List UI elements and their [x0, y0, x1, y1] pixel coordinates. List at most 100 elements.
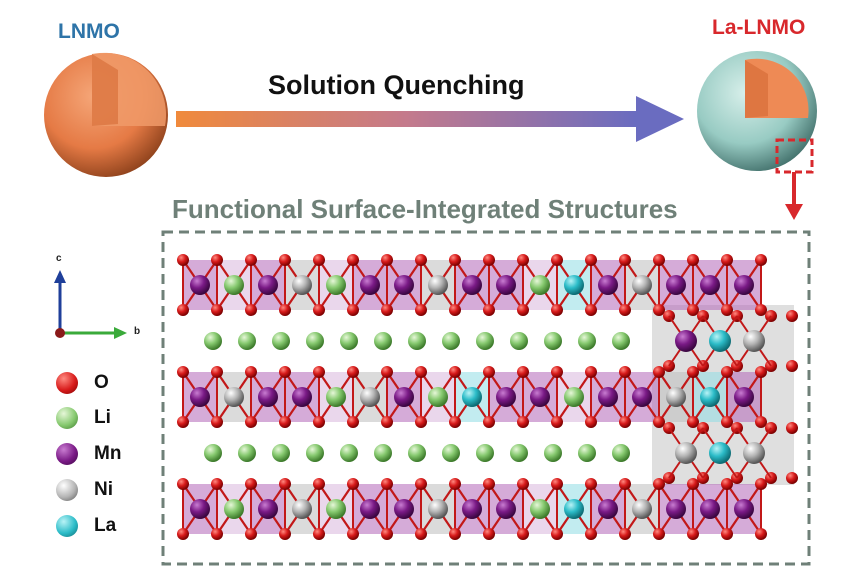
oxygen-atom — [415, 528, 427, 540]
legend-item-ni: Ni — [56, 477, 113, 503]
axis-b-label: b — [134, 326, 141, 337]
lithium-atom — [510, 444, 528, 462]
nickel-atom — [428, 499, 448, 519]
oxygen-atom — [211, 478, 223, 490]
lithium-atom — [340, 332, 358, 350]
oxygen-atom — [619, 254, 631, 266]
oxygen-atom — [786, 310, 798, 322]
lithium-atom — [408, 444, 426, 462]
lanthanum-atom-icon — [56, 515, 78, 537]
manganese-atom — [292, 387, 312, 407]
manganese-atom — [360, 275, 380, 295]
manganese-atom — [258, 275, 278, 295]
nickel-atom — [632, 499, 652, 519]
manganese-atom — [598, 275, 618, 295]
oxygen-atom — [721, 304, 733, 316]
lithium-atom — [530, 499, 550, 519]
oxygen-atom — [245, 478, 257, 490]
oxygen-atom — [653, 416, 665, 428]
section-title: Functional Surface-Integrated Structures — [172, 194, 678, 224]
manganese-atom — [700, 275, 720, 295]
legend-label: Mn — [94, 443, 122, 464]
nickel-atom — [360, 387, 380, 407]
manganese-atom — [496, 275, 516, 295]
oxygen-atom — [619, 304, 631, 316]
manganese-atom — [394, 275, 414, 295]
oxygen-atom — [177, 528, 189, 540]
lithium-atom — [612, 332, 630, 350]
oxygen-atom — [687, 528, 699, 540]
nickel-atom — [224, 387, 244, 407]
oxygen-atom — [585, 254, 597, 266]
manganese-atom — [462, 275, 482, 295]
oxygen-atom — [381, 416, 393, 428]
manganese-atom — [734, 275, 754, 295]
lithium-atom — [272, 332, 290, 350]
lithium-atom — [408, 332, 426, 350]
manganese-atom — [190, 499, 210, 519]
lithium-atom — [578, 444, 596, 462]
oxygen-atom — [279, 478, 291, 490]
nickel-atom — [675, 442, 697, 464]
lanthanum-atom — [564, 499, 584, 519]
oxygen-atom — [449, 304, 461, 316]
oxygen-atom — [211, 416, 223, 428]
lithium-atom — [340, 444, 358, 462]
manganese-atom — [190, 275, 210, 295]
manganese-atom — [394, 387, 414, 407]
lithium-atom — [306, 332, 324, 350]
lithium-atom — [238, 444, 256, 462]
nickel-atom — [292, 275, 312, 295]
lithium-atom — [272, 444, 290, 462]
lanthanum-atom — [462, 387, 482, 407]
manganese-atom — [700, 499, 720, 519]
lithium-atom — [326, 275, 346, 295]
oxygen-atom — [211, 366, 223, 378]
oxygen-atom — [177, 416, 189, 428]
legend-label: O — [94, 372, 109, 393]
oxygen-atom — [483, 304, 495, 316]
lithium-atom — [204, 332, 222, 350]
oxygen-atom — [415, 254, 427, 266]
oxygen-atom — [279, 366, 291, 378]
oxygen-atom — [653, 366, 665, 378]
oxygen-atom — [755, 254, 767, 266]
oxygen-atom — [245, 366, 257, 378]
nickel-atom — [292, 499, 312, 519]
oxygen-atom — [347, 366, 359, 378]
manganese-atom-icon — [56, 443, 78, 465]
lithium-atom — [578, 332, 596, 350]
oxygen-atom — [177, 254, 189, 266]
oxygen-atom — [755, 366, 767, 378]
oxygen-atom — [687, 478, 699, 490]
manganese-atom — [666, 275, 686, 295]
oxygen-atom — [415, 478, 427, 490]
oxygen-atom — [347, 416, 359, 428]
la-lnmo-particle-icon — [697, 51, 817, 174]
oxygen-atom — [755, 416, 767, 428]
lithium-atom — [374, 332, 392, 350]
oxygen-atom — [313, 478, 325, 490]
oxygen-atom — [381, 304, 393, 316]
manganese-atom — [394, 499, 414, 519]
oxygen-atom — [619, 366, 631, 378]
oxygen-atom — [347, 304, 359, 316]
legend-item-li: Li — [56, 405, 111, 431]
oxygen-atom — [755, 528, 767, 540]
oxygen-atom — [721, 416, 733, 428]
oxygen-atom — [279, 416, 291, 428]
process-arrow — [176, 96, 684, 142]
oxygen-atom — [585, 528, 597, 540]
oxygen-atom — [551, 304, 563, 316]
oxygen-atom — [415, 304, 427, 316]
legend-label: Ni — [94, 479, 113, 500]
manganese-atom — [258, 499, 278, 519]
oxygen-atom — [313, 254, 325, 266]
oxygen-atom — [347, 254, 359, 266]
oxygen-atom — [313, 416, 325, 428]
lithium-atom — [326, 387, 346, 407]
lithium-atom-icon — [56, 407, 78, 429]
oxygen-atom — [551, 478, 563, 490]
axis-c-label: c — [56, 253, 62, 264]
